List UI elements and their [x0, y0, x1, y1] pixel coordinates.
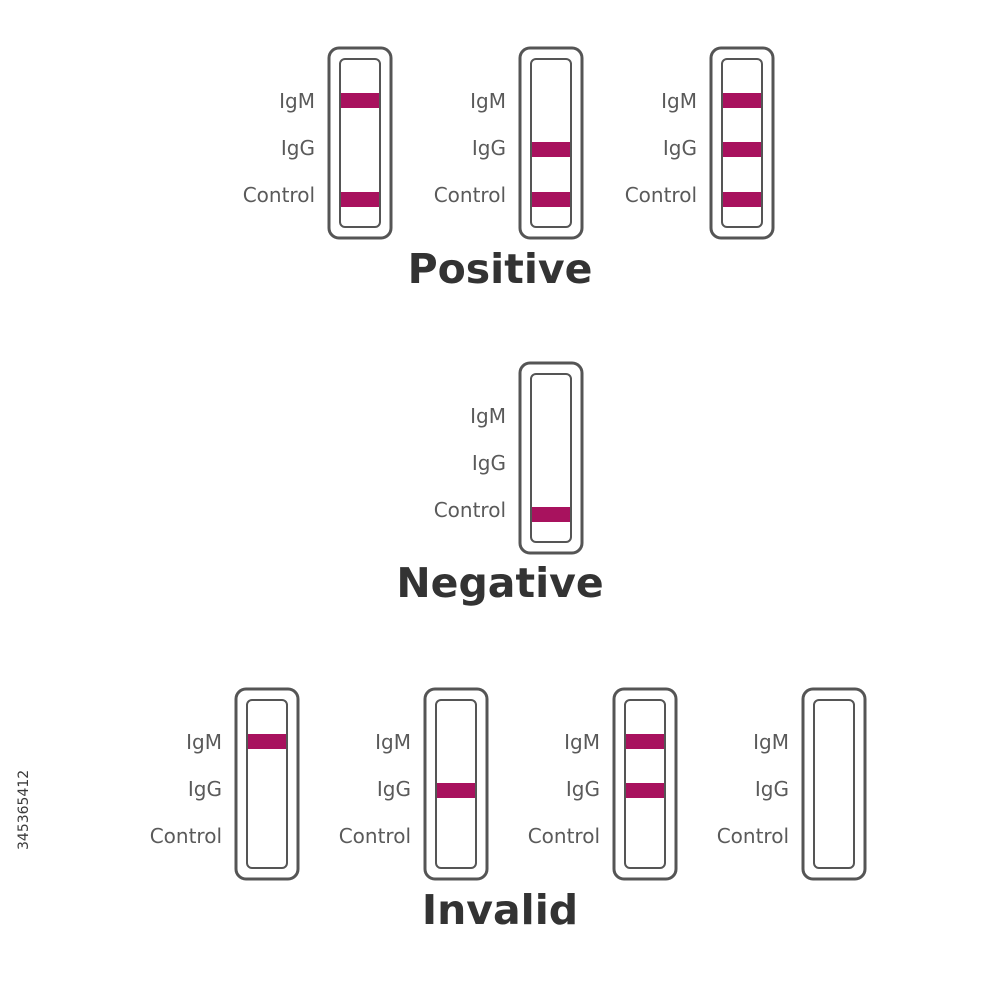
label-control: Control: [434, 183, 506, 207]
label-igg: IgG: [472, 136, 506, 160]
band-igg: [626, 783, 664, 798]
label-igm: IgM: [564, 730, 600, 754]
band-igg: [532, 142, 570, 157]
label-control: Control: [625, 183, 697, 207]
label-igm: IgM: [470, 89, 506, 113]
label-igg: IgG: [281, 136, 315, 160]
stock-id-watermark: 345365412: [16, 770, 32, 850]
band-igm: [626, 734, 664, 749]
label-control: Control: [150, 824, 222, 848]
band-igm: [248, 734, 286, 749]
band-igm: [341, 93, 379, 108]
strip-window: [813, 699, 855, 869]
label-control: Control: [339, 824, 411, 848]
band-control: [532, 507, 570, 522]
label-igg: IgG: [188, 777, 222, 801]
group-positive: IgM IgG Control IgM IgG Control IgM IgG ControlP…: [243, 46, 775, 293]
test-strip: IgM IgG Control: [339, 687, 489, 881]
label-igm: IgM: [470, 404, 506, 428]
band-igg: [723, 142, 761, 157]
label-igg: IgG: [663, 136, 697, 160]
label-control: Control: [434, 498, 506, 522]
test-strip: IgM IgG Control: [717, 687, 867, 881]
test-strip: IgM IgG Control: [243, 46, 393, 240]
band-control: [532, 192, 570, 207]
label-igm: IgM: [186, 730, 222, 754]
group-title: Positive: [408, 245, 593, 293]
label-control: Control: [717, 824, 789, 848]
label-igg: IgG: [377, 777, 411, 801]
test-strip: IgM IgG Control: [625, 46, 775, 240]
strip-window: [530, 373, 572, 543]
test-strip: IgM IgG Control: [434, 361, 584, 555]
label-control: Control: [528, 824, 600, 848]
group-invalid: IgMIgGControlIgMIgGControlIgMIgGControlI…: [150, 687, 867, 934]
label-igm: IgM: [375, 730, 411, 754]
band-control: [723, 192, 761, 207]
test-strip: IgM IgG Control: [528, 687, 678, 881]
label-igg: IgG: [472, 451, 506, 475]
label-igm: IgM: [279, 89, 315, 113]
label-igm: IgM: [661, 89, 697, 113]
band-control: [341, 192, 379, 207]
band-igg: [437, 783, 475, 798]
test-strip: IgM IgG Control: [150, 687, 300, 881]
test-strip: IgM IgG Control: [434, 46, 584, 240]
label-igg: IgG: [566, 777, 600, 801]
label-control: Control: [243, 183, 315, 207]
label-igg: IgG: [755, 777, 789, 801]
band-igm: [723, 93, 761, 108]
group-title: Invalid: [422, 886, 578, 934]
strip-window: [246, 699, 288, 869]
label-igm: IgM: [753, 730, 789, 754]
group-title: Negative: [396, 559, 603, 607]
